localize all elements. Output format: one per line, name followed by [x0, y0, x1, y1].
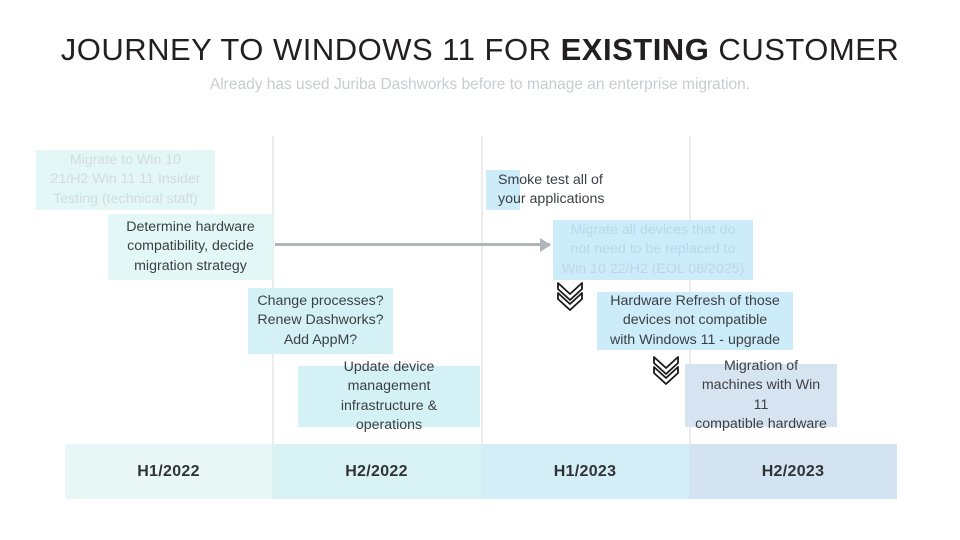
timeline-bar: H1/2022 H2/2022 H1/2023 H2/2023 [65, 444, 897, 499]
period-label: H1/2023 [553, 462, 617, 480]
period-divider-3 [689, 136, 691, 444]
timeline-period-h1-2023[interactable]: H1/2023 [481, 444, 689, 499]
box-label: Smoke test all of your applications [498, 171, 605, 207]
period-label: H1/2022 [137, 462, 200, 480]
period-label: H2/2022 [345, 462, 408, 480]
box-label: Hardware Refresh of those devices not co… [609, 293, 781, 348]
box-label: Determine hardware compatibility, decide… [126, 219, 255, 274]
box-migrate-devices-win10-22h2[interactable]: Migrate all devices that do not need to … [553, 220, 753, 280]
box-label: Migrate all devices that do not need to … [561, 222, 745, 277]
box-label: Update device management infrastructure … [340, 358, 438, 433]
box-migrate-win10-insider[interactable]: Migrate to Win 10 21/H2 Win 11 11 Inside… [36, 150, 215, 210]
box-smoke-test-applications[interactable]: Smoke test all of your applications [486, 170, 604, 210]
flow-arrow-icon [275, 243, 550, 246]
timeline-period-h2-2023[interactable]: H2/2023 [689, 444, 897, 499]
box-determine-hardware-compatibility[interactable]: Determine hardware compatibility, decide… [108, 214, 273, 280]
box-hardware-refresh[interactable]: Hardware Refresh of those devices not co… [597, 292, 793, 350]
page-subtitle: Already has used Juriba Dashworks before… [209, 76, 751, 93]
period-divider-2 [481, 136, 483, 444]
page-title: JOURNEY TO WINDOWS 11 FOR EXISTING CUSTO… [0, 32, 960, 68]
box-update-device-management[interactable]: Update device management infrastructure … [298, 359, 480, 433]
double-chevron-down-icon-1 [554, 280, 586, 312]
box-label: Migration of machines with Win 11 compat… [695, 357, 827, 432]
title-text-emphasis: EXISTING [560, 32, 710, 67]
timeline-period-h1-2022[interactable]: H1/2022 [65, 444, 272, 499]
period-label: H2/2023 [761, 462, 825, 480]
title-text-part2: CUSTOMER [709, 32, 900, 67]
box-change-processes-renew-dashworks[interactable]: Change processes? Renew Dashworks? Add A… [248, 288, 393, 354]
box-label: Change processes? Renew Dashworks? Add A… [257, 293, 384, 348]
box-label: Migrate to Win 10 21/H2 Win 11 11 Inside… [50, 152, 201, 207]
box-migration-win11-compatible[interactable]: Migration of machines with Win 11 compat… [685, 358, 837, 432]
timeline-period-h2-2022[interactable]: H2/2022 [272, 444, 481, 499]
title-text-part1: JOURNEY TO WINDOWS 11 FOR [60, 32, 561, 67]
double-chevron-down-icon-2 [650, 354, 682, 386]
